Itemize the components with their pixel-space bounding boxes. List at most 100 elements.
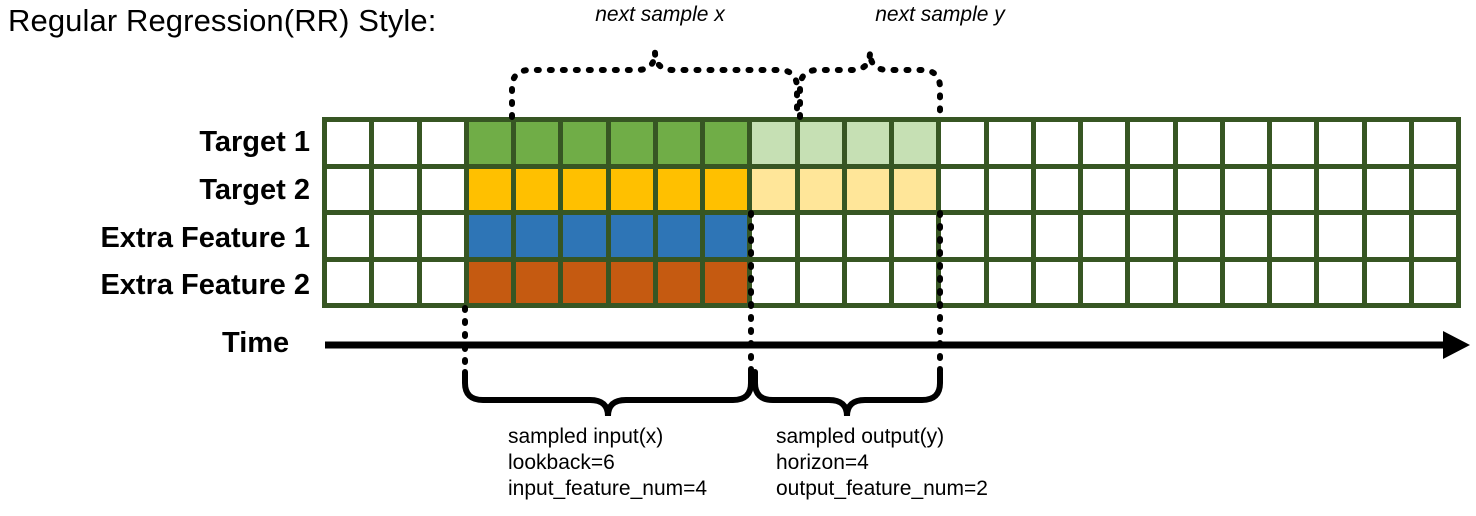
grid-cell-r4-c22 — [1319, 261, 1362, 303]
grid-cell-r3-c16 — [1035, 215, 1078, 257]
grid-cell-r3-c24 — [1413, 215, 1456, 257]
grid-cell-r3-c23 — [1366, 215, 1409, 257]
grid-cell-r2-c16 — [1035, 168, 1078, 210]
grid-cell-r1-c22 — [1319, 122, 1362, 164]
grid-cell-r1-c7 — [610, 122, 653, 164]
grid-cell-r1-c2 — [374, 122, 417, 164]
grid-cell-r1-c10 — [752, 122, 795, 164]
grid-cell-r3-c5 — [516, 215, 559, 257]
grid-cell-r2-c10 — [752, 168, 795, 210]
grid-cell-r3-c19 — [1177, 215, 1220, 257]
grid-cell-r3-c4 — [468, 215, 511, 257]
grid-cell-r2-c8 — [657, 168, 700, 210]
grid-cell-r1-c4 — [468, 122, 511, 164]
grid-cell-r4-c11 — [799, 261, 842, 303]
grid-cell-r4-c12 — [846, 261, 889, 303]
grid-cell-r2-c7 — [610, 168, 653, 210]
grid-cell-r4-c16 — [1035, 261, 1078, 303]
grid-cell-r4-c24 — [1413, 261, 1456, 303]
grid-cell-r1-c16 — [1035, 122, 1078, 164]
grid-cell-r2-c15 — [988, 168, 1031, 210]
footer-input-lookback: lookback=6 — [508, 451, 615, 474]
grid-cell-r4-c3 — [421, 261, 464, 303]
grid-cell-r3-c1 — [327, 215, 370, 257]
grid-cell-r4-c14 — [941, 261, 984, 303]
footer-output-block: sampled output(y) horizon=4 output_featu… — [776, 424, 988, 502]
grid-cell-r1-c12 — [846, 122, 889, 164]
grid-cell-r2-c1 — [327, 168, 370, 210]
grid-cell-r2-c18 — [1130, 168, 1173, 210]
dotted-brace-next-sample-x — [509, 51, 800, 120]
grid-cell-r4-c4 — [468, 261, 511, 303]
grid-cell-r1-c9 — [705, 122, 748, 164]
grid-cell-r1-c17 — [1083, 122, 1126, 164]
grid-cell-r2-c19 — [1177, 168, 1220, 210]
grid-cell-r4-c2 — [374, 261, 417, 303]
grid-cell-r3-c13 — [894, 215, 937, 257]
grid-cell-r1-c19 — [1177, 122, 1220, 164]
footer-output-title: sampled output(y) — [776, 425, 945, 448]
grid-cell-r3-c18 — [1130, 215, 1173, 257]
page-title: Regular Regression(RR) Style: — [8, 3, 437, 38]
grid-cell-r1-c11 — [799, 122, 842, 164]
grid-cell-r2-c4 — [468, 168, 511, 210]
grid-cell-r4-c19 — [1177, 261, 1220, 303]
grid-cell-r1-c6 — [563, 122, 606, 164]
grid-cell-r1-c15 — [988, 122, 1031, 164]
grid-cell-r4-c5 — [516, 261, 559, 303]
brace-sampled-input — [462, 369, 754, 417]
grid-cell-r4-c13 — [894, 261, 937, 303]
grid-cell-r2-c6 — [563, 168, 606, 210]
grid-cell-r3-c20 — [1224, 215, 1267, 257]
row-label-target-2: Target 2 — [199, 174, 310, 206]
footer-output-horizon: horizon=4 — [776, 451, 869, 474]
grid-cell-r2-c17 — [1083, 168, 1126, 210]
grid-cell-r3-c3 — [421, 215, 464, 257]
grid-cell-r2-c12 — [846, 168, 889, 210]
footer-input-feature-num: input_feature_num=4 — [508, 477, 708, 500]
grid-cell-r3-c12 — [846, 215, 889, 257]
grid-cell-r1-c18 — [1130, 122, 1173, 164]
grid-cell-r1-c3 — [421, 122, 464, 164]
grid-cell-r4-c21 — [1272, 261, 1315, 303]
grid-cell-r2-c11 — [799, 168, 842, 210]
grid-cell-r3-c15 — [988, 215, 1031, 257]
footer-input-block: sampled input(x) lookback=6 input_featur… — [508, 424, 707, 502]
grid-cell-r2-c13 — [894, 168, 937, 210]
grid-cell-r1-c24 — [1413, 122, 1456, 164]
grid-cell-r2-c9 — [705, 168, 748, 210]
grid-cell-r1-c20 — [1224, 122, 1267, 164]
grid-cell-r4-c23 — [1366, 261, 1409, 303]
grid-cell-r2-c20 — [1224, 168, 1267, 210]
grid-cell-r3-c2 — [374, 215, 417, 257]
grid-cell-r4-c20 — [1224, 261, 1267, 303]
grid-cell-r4-c6 — [563, 261, 606, 303]
brace-sampled-output — [752, 369, 943, 417]
timeline-grid — [322, 117, 1461, 308]
grid-cell-r2-c21 — [1272, 168, 1315, 210]
grid-cell-r2-c23 — [1366, 168, 1409, 210]
grid-cell-r3-c7 — [610, 215, 653, 257]
footer-output-feature-num: output_feature_num=2 — [776, 477, 988, 500]
grid-cell-r2-c5 — [516, 168, 559, 210]
grid-cell-r3-c10 — [752, 215, 795, 257]
grid-cell-r2-c14 — [941, 168, 984, 210]
grid-cell-r1-c8 — [657, 122, 700, 164]
grid-cell-r3-c17 — [1083, 215, 1126, 257]
grid-cell-r1-c14 — [941, 122, 984, 164]
grid-cell-r4-c18 — [1130, 261, 1173, 303]
grid-cell-r4-c15 — [988, 261, 1031, 303]
grid-cell-r1-c13 — [894, 122, 937, 164]
time-axis-arrow — [325, 331, 1470, 359]
annotation-label-next-sample-x: next sample x — [595, 3, 725, 26]
grid-cell-r2-c2 — [374, 168, 417, 210]
grid-cell-r3-c8 — [657, 215, 700, 257]
dotted-brace-next-sample-y — [797, 51, 943, 120]
grid-cell-r3-c14 — [941, 215, 984, 257]
grid-cell-r4-c1 — [327, 261, 370, 303]
annotation-label-next-sample-y: next sample y — [875, 3, 1005, 26]
time-axis-label: Time — [222, 327, 290, 359]
row-label-extra-feature-2: Extra Feature 2 — [100, 269, 310, 301]
grid-cell-r1-c21 — [1272, 122, 1315, 164]
